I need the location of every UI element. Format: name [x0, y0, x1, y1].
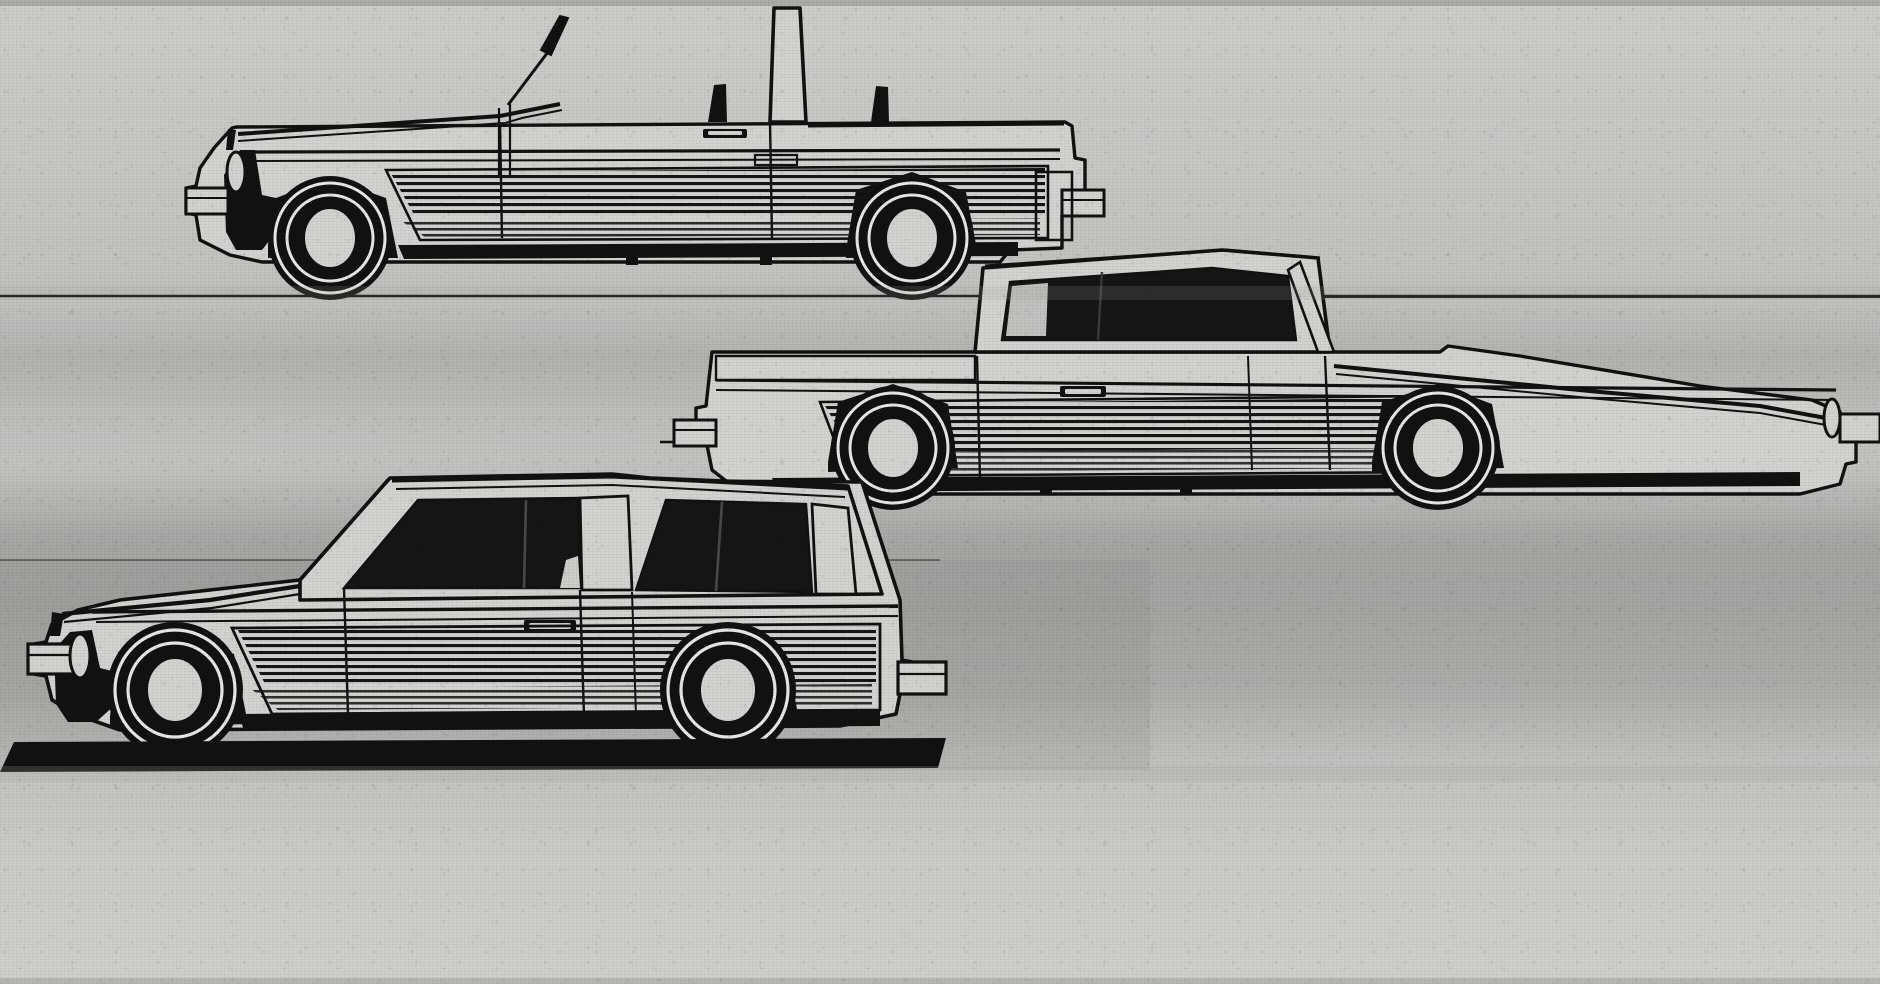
- vehicle-middle-side-glass: [1000, 266, 1298, 342]
- vehicle-top-deck-rail: [807, 122, 1065, 128]
- vehicle-bottom-headlamp: [68, 632, 92, 680]
- vehicle-middle-sill-bar: [772, 472, 1800, 492]
- vehicle-middle-bed-side: [714, 354, 977, 382]
- vehicle-top-sill-mount-2: [760, 256, 772, 265]
- vehicle-middle-front-wheel: [1376, 386, 1500, 510]
- vehicle-middle-rear-wheel: [831, 386, 955, 510]
- vehicle-middle-rocker-louvre-lower: [836, 448, 1430, 472]
- vehicle-bottom-beltline-mid: [95, 615, 899, 623]
- vehicle-top-bonnet-rake-2: [237, 109, 563, 142]
- vehicle-top-door-handle-front-inner: [708, 131, 742, 135]
- vehicle-bottom-rear-door-glass: [634, 498, 814, 594]
- vehicle-top-rear-wheel: [850, 176, 974, 300]
- vehicle-bottom-bonnet-rake: [61, 583, 301, 617]
- vehicle-bottom-roof-line-2: [395, 483, 846, 498]
- vehicle-middle-glass-divider: [1096, 271, 1104, 341]
- vehicle-bottom-b-pillar: [578, 494, 634, 592]
- smudge-upper: [0, 286, 1880, 300]
- vehicle-middle-sill-mount-2: [1180, 486, 1192, 495]
- vehicle-top-front-overrider: [184, 186, 230, 216]
- vehicle-bottom-front-glass-divider: [522, 499, 528, 589]
- edge-vignette-top: [0, 0, 1880, 6]
- vehicle-bottom-roof-line: [391, 475, 849, 491]
- vehicle-bottom: [0, 472, 948, 772]
- vehicle-bottom-rear-wheel: [660, 622, 796, 758]
- vehicle-middle-rear-overrider: [672, 418, 718, 448]
- edge-vignette-bottom: [0, 978, 1880, 984]
- vehicle-top-sill-mount-1: [626, 256, 638, 265]
- vehicle-middle-headlamp: [1822, 397, 1842, 439]
- vehicle-top-cab-partition: [768, 6, 808, 124]
- vehicle-bottom-bonnet-rake-2: [63, 592, 301, 624]
- vehicle-middle-front-overrider: [1838, 412, 1880, 444]
- vehicle-middle: [672, 248, 1880, 510]
- vehicle-bottom-front-glass-highlight: [560, 556, 580, 588]
- vehicle-bottom-c-pillar: [810, 502, 858, 596]
- vehicle-top: [184, 6, 1106, 300]
- vehicle-middle-quarter-light: [1006, 283, 1048, 336]
- vehicle-middle-sill-mount-1: [1040, 486, 1052, 495]
- vehicle-middle-rocker-louvre: [824, 398, 1436, 452]
- vehicle-top-windscreen-stay: [506, 51, 550, 106]
- vehicle-bottom-rear-glass-divider: [714, 501, 724, 592]
- vehicle-top-front-wheel: [268, 176, 392, 300]
- vehicle-middle-roof-line: [984, 248, 1321, 268]
- vehicle-middle-door-handle-inner: [1065, 389, 1101, 394]
- vehicle-bottom-cast-shadow: [0, 738, 946, 772]
- vehicle-top-beltline-mid: [249, 158, 1061, 162]
- vehicle-bottom-beltline-upper: [91, 604, 899, 614]
- vehicle-middle-beltline-upper: [715, 378, 1837, 392]
- vehicle-top-door-handle-rear: [753, 153, 799, 167]
- vehicle-bottom-front-wheel: [107, 622, 243, 758]
- vehicle-top-rear-overrider: [1060, 188, 1106, 218]
- vehicle-bottom-rear-overrider: [896, 660, 948, 696]
- vehicle-top-rear-panel: [1034, 170, 1074, 242]
- vehicle-top-screen-pillar: [497, 104, 512, 178]
- vehicle-top-seat-post-rear: [871, 86, 889, 122]
- vehicle-top-seat-post-front: [708, 84, 727, 122]
- vehicle-bottom-cowl-edge: [50, 612, 64, 636]
- vehicle-middle-a-pillar: [1286, 260, 1336, 354]
- vehicle-top-headlamp: [225, 150, 247, 194]
- smudge-lower: [0, 766, 1880, 782]
- vehicle-top-cowl-edge: [226, 129, 236, 150]
- vehicle-top-rocker-outline: [383, 164, 1050, 242]
- vehicle-top-beltline-upper: [251, 148, 1061, 154]
- vehicle-bottom-front-door-glass: [341, 496, 582, 590]
